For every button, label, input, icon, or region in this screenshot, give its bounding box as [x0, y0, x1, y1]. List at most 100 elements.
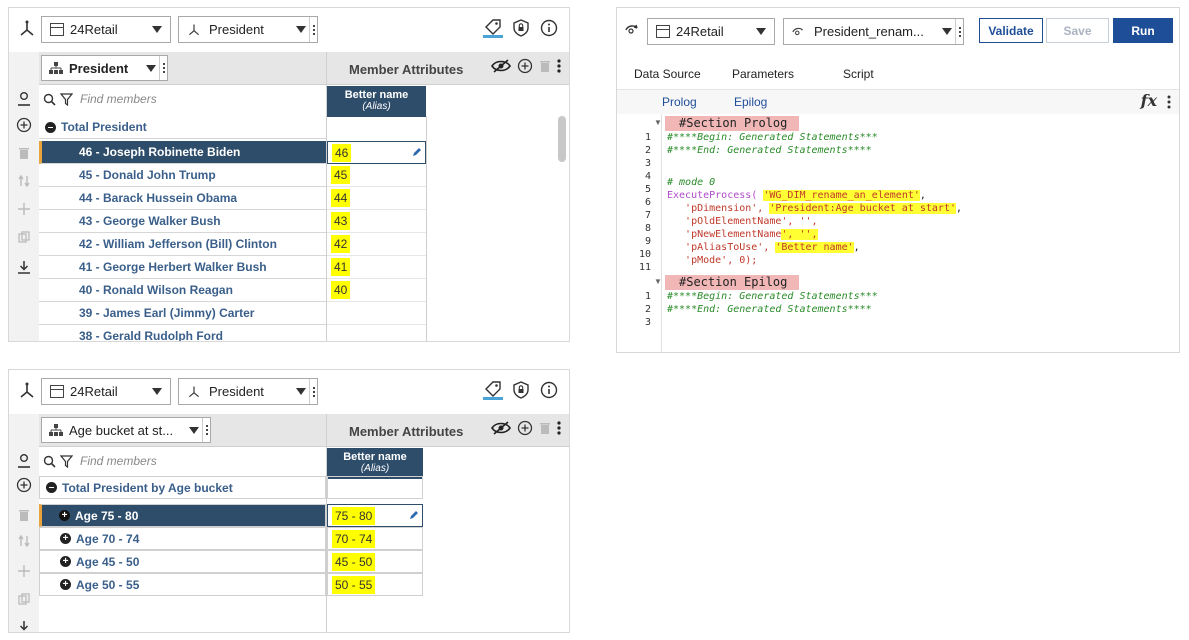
- split-icon[interactable]: [15, 562, 33, 580]
- root-row[interactable]: – Total President: [39, 116, 326, 139]
- kebab-icon[interactable]: [159, 56, 167, 80]
- kebab-icon[interactable]: [202, 418, 210, 442]
- alias-cell[interactable]: 46: [327, 141, 426, 164]
- add-attribute-icon[interactable]: [517, 420, 533, 439]
- alias-cell[interactable]: 45: [327, 164, 426, 187]
- table-row[interactable]: 41 - George Herbert Walker Bush: [39, 256, 326, 279]
- alias-cell[interactable]: 40: [327, 279, 426, 302]
- collapse-icon[interactable]: –: [46, 482, 57, 493]
- filter-icon[interactable]: [60, 454, 73, 468]
- collapse-icon[interactable]: –: [45, 121, 56, 133]
- expand-icon[interactable]: +: [60, 533, 71, 544]
- alias-cell[interactable]: 43: [327, 210, 426, 233]
- hide-icon[interactable]: [491, 58, 511, 77]
- row-dimension-select[interactable]: Age bucket at st...: [41, 417, 211, 443]
- member-search[interactable]: Find members: [39, 86, 326, 112]
- kebab-icon[interactable]: [557, 58, 561, 77]
- axis-icon[interactable]: [18, 382, 36, 400]
- table-row[interactable]: 40 - Ronald Wilson Reagan: [39, 279, 326, 302]
- tag-icon[interactable]: [483, 18, 503, 38]
- subtab-epilog[interactable]: Epilog: [734, 95, 768, 109]
- table-row[interactable]: 42 - William Jefferson (Bill) Clinton: [39, 233, 326, 256]
- copy-icon[interactable]: [15, 228, 33, 246]
- table-row[interactable]: +Age 45 - 50: [39, 550, 326, 573]
- delete-icon[interactable]: [15, 506, 33, 524]
- kebab-icon[interactable]: [557, 420, 561, 439]
- alias-cell[interactable]: 42: [327, 233, 426, 256]
- root-row[interactable]: – Total President by Age bucket: [39, 476, 326, 499]
- alias-cell[interactable]: 45 - 50: [327, 550, 423, 573]
- cube-select[interactable]: 24Retail: [647, 18, 775, 45]
- cube-select[interactable]: 24Retail: [41, 16, 171, 43]
- dimension-select[interactable]: President: [178, 16, 318, 43]
- alias-column-header[interactable]: Better name (Alias): [327, 86, 426, 117]
- download-icon[interactable]: [15, 258, 33, 276]
- expand-icon[interactable]: +: [60, 556, 71, 567]
- expand-icon[interactable]: +: [59, 510, 70, 521]
- fold-icon[interactable]: ▼: [654, 277, 662, 286]
- kebab-icon[interactable]: [309, 17, 317, 42]
- kebab-icon[interactable]: [1167, 95, 1171, 109]
- edit-pencil-icon[interactable]: [409, 510, 419, 520]
- add-member-icon[interactable]: [15, 476, 33, 494]
- split-icon[interactable]: [15, 200, 33, 218]
- delete-attribute-icon[interactable]: [539, 59, 551, 76]
- security-shield-icon[interactable]: [511, 18, 531, 38]
- expand-icon[interactable]: +: [60, 579, 71, 590]
- table-row[interactable]: +Age 70 - 74: [39, 527, 326, 550]
- search-input[interactable]: Find members: [80, 92, 157, 106]
- security-shield-icon[interactable]: [511, 380, 531, 400]
- table-row[interactable]: 38 - Gerald Rudolph Ford: [39, 325, 326, 341]
- cube-select[interactable]: 24Retail: [41, 378, 171, 405]
- kebab-icon[interactable]: [955, 19, 963, 44]
- process-select[interactable]: President_renam...: [783, 18, 964, 45]
- table-row[interactable]: +Age 75 - 80: [39, 504, 326, 527]
- alias-cell[interactable]: 41: [327, 256, 426, 279]
- subtab-prolog[interactable]: Prolog: [662, 95, 697, 109]
- tab-data-source[interactable]: Data Source: [634, 67, 701, 81]
- table-row[interactable]: 39 - James Earl (Jimmy) Carter: [39, 302, 326, 325]
- run-button[interactable]: Run: [1113, 18, 1173, 43]
- alias-cell[interactable]: [327, 325, 426, 341]
- user-icon[interactable]: [15, 90, 33, 108]
- tab-parameters[interactable]: Parameters: [732, 67, 795, 81]
- function-fx-icon[interactable]: fx: [1140, 91, 1157, 110]
- save-button[interactable]: Save: [1046, 18, 1109, 43]
- dimension-select[interactable]: President: [178, 378, 318, 405]
- add-member-icon[interactable]: [15, 116, 33, 134]
- root-alias-cell[interactable]: [327, 476, 423, 499]
- row-dimension-select[interactable]: President: [41, 55, 168, 81]
- hide-icon[interactable]: [491, 420, 511, 439]
- alias-cell[interactable]: 50 - 55: [327, 573, 423, 596]
- table-row[interactable]: +Age 50 - 55: [39, 573, 326, 596]
- validate-button[interactable]: Validate: [979, 18, 1043, 43]
- filter-icon[interactable]: [60, 92, 73, 106]
- table-row[interactable]: 45 - Donald John Trump: [39, 164, 326, 187]
- alias-column-header[interactable]: Better name (Alias): [327, 448, 423, 479]
- delete-attribute-icon[interactable]: [539, 421, 551, 438]
- edit-pencil-icon[interactable]: [412, 147, 422, 157]
- table-row[interactable]: 44 - Barack Hussein Obama: [39, 187, 326, 210]
- alias-cell[interactable]: [327, 302, 426, 325]
- kebab-icon[interactable]: [309, 379, 317, 404]
- table-row[interactable]: 46 - Joseph Robinette Biden: [39, 141, 326, 164]
- alias-cell[interactable]: 44: [327, 187, 426, 210]
- download-icon[interactable]: [15, 618, 33, 632]
- search-input[interactable]: Find members: [80, 454, 157, 468]
- info-icon[interactable]: [539, 380, 559, 400]
- member-search[interactable]: Find members: [39, 448, 326, 474]
- add-attribute-icon[interactable]: [517, 58, 533, 77]
- user-icon[interactable]: [15, 452, 33, 470]
- fold-icon[interactable]: ▼: [654, 118, 662, 127]
- copy-icon[interactable]: [15, 590, 33, 608]
- delete-icon[interactable]: [15, 144, 33, 162]
- table-row[interactable]: 43 - George Walker Bush: [39, 210, 326, 233]
- axis-icon[interactable]: [18, 20, 36, 38]
- tag-icon[interactable]: [483, 380, 503, 400]
- tab-script[interactable]: Script: [813, 67, 904, 92]
- info-icon[interactable]: [539, 18, 559, 38]
- alias-cell[interactable]: 75 - 80: [327, 504, 423, 527]
- vertical-scrollbar[interactable]: [558, 116, 566, 162]
- move-icon[interactable]: [15, 532, 33, 550]
